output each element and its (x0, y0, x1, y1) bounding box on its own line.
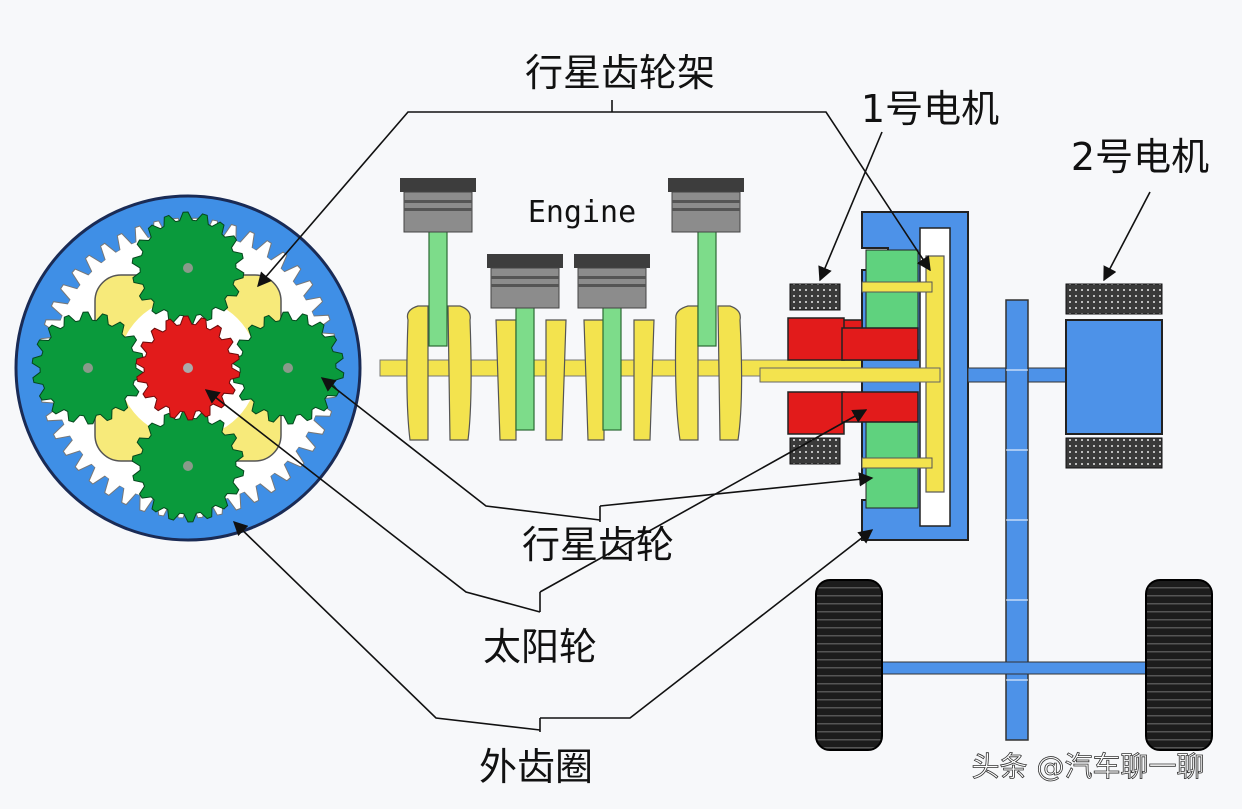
wheel-icon (1145, 579, 1213, 751)
arrow-icon (320, 377, 601, 521)
label-ring-gear: 外齿圈 (479, 745, 593, 789)
label-sun-gear: 太阳轮 (483, 625, 597, 669)
planet-gear-left (31, 311, 145, 425)
piston-icon (668, 178, 744, 233)
planet-gear-bottom (131, 409, 245, 523)
arrow-icon (612, 111, 931, 272)
motor-1-stator-top (789, 283, 841, 311)
piston-icon (487, 254, 563, 309)
label-motor-2: 2号电机 (1071, 135, 1209, 179)
arrow-icon (204, 389, 541, 613)
wheel-icon (815, 579, 883, 751)
drivetrain (815, 299, 1213, 751)
axle (879, 661, 1151, 675)
motor-2 (1065, 283, 1163, 469)
label-planet-gear: 行星齿轮 (522, 523, 674, 567)
arrow-icon (257, 111, 612, 288)
motor-1-stator-bottom (789, 437, 841, 465)
motor-2-rotor (1065, 319, 1163, 435)
arrow-icon (232, 520, 541, 731)
sun-gear-section-top (787, 317, 845, 361)
arrow-icon (539, 409, 868, 593)
label-planet-carrier: 行星齿轮架 (525, 51, 715, 95)
crank-arms (406, 305, 743, 441)
arrow-icon (540, 529, 874, 719)
planet-gear-right (231, 311, 345, 425)
motor-2-stator-bottom (1065, 437, 1163, 469)
planet-gear-top (131, 211, 245, 325)
planetary-gear-set (14, 194, 362, 542)
engine: Engine (379, 178, 891, 441)
engine-label: Engine (528, 195, 636, 230)
label-motor-1: 1号电机 (861, 87, 999, 131)
connecting-rods (428, 225, 717, 431)
piston-icon (574, 254, 650, 309)
motor-2-stator-top (1065, 283, 1163, 315)
motor-1-assembly (759, 211, 969, 541)
arrow-icon (818, 131, 883, 282)
piston-icon (400, 178, 476, 233)
arrow-icon (1103, 191, 1151, 282)
arrow-icon (599, 472, 874, 507)
leader-lines (204, 100, 1151, 732)
watermark: 头条 @汽车聊一聊 (972, 750, 1205, 783)
